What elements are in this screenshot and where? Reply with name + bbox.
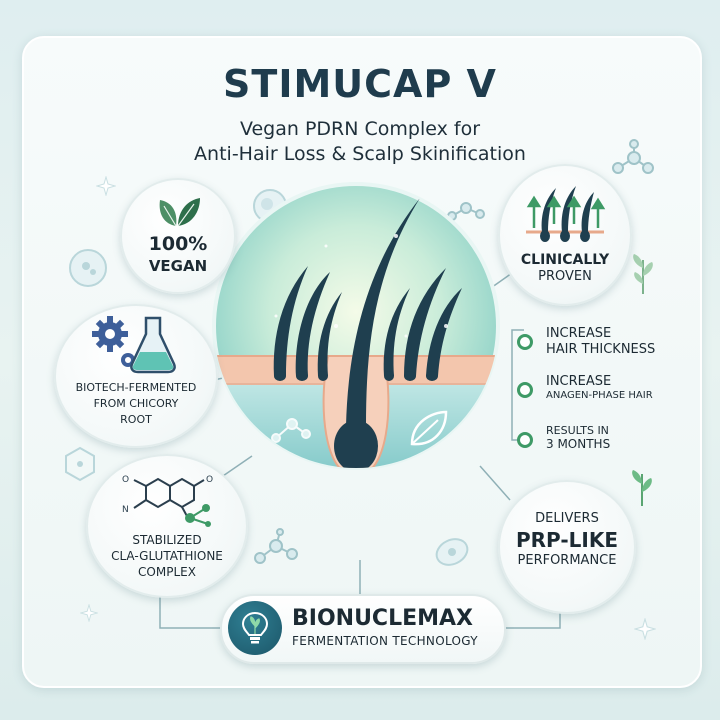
lightbulb-icon [241, 611, 269, 644]
feature-stabilized-line2: CLA-GLUTATHIONE [111, 549, 223, 563]
product-subtitle-line1: Vegan PDRN Complex for [239, 118, 481, 140]
product-title: STIMUCAP V [223, 62, 497, 106]
hexagon-decoration-icon [65, 446, 95, 482]
feature-clinical-line2: PROVEN [538, 269, 592, 284]
feature-vegan-line1: 100% [148, 233, 208, 255]
svg-text:O: O [122, 475, 129, 485]
claim-results-line1: RESULTS IN [546, 424, 609, 437]
sprout-decoration-icon [632, 470, 652, 506]
claim-anagen-line1: INCREASE [546, 374, 612, 389]
feature-biotech-line2: FROM CHICORY [93, 397, 179, 410]
claim-thickness: INCREASE HAIR THICKNESS [546, 326, 655, 357]
hair-follicle-illustration [212, 182, 500, 470]
feature-clinical-bubble: CLINICALLY PROVEN [498, 164, 632, 306]
feature-prp-line2: PRP-LIKE [515, 528, 618, 552]
hair-growth-icon [526, 186, 606, 242]
feature-biotech-line1: BIOTECH-FERMENTED [75, 381, 197, 394]
feature-stabilized-bubble: O N O STABILIZED CLA-GLUTATHIONE COMPLEX [86, 454, 248, 598]
feature-biotech-line3: ROOT [120, 413, 152, 426]
claim-results-line2: 3 MONTHS [546, 437, 611, 452]
sprout-decoration-icon [633, 254, 653, 294]
feature-clinical-line1: CLINICALLY [520, 252, 610, 268]
claim-anagen: INCREASE ANAGEN-PHASE HAIR [546, 374, 653, 402]
feature-prp-bubble: DELIVERS PRP-LIKE PERFORMANCE [498, 480, 636, 614]
feature-vegan-line2: VEGAN [148, 257, 208, 275]
claim-thickness-line2: HAIR THICKNESS [546, 341, 656, 357]
claim-bullet [517, 334, 533, 350]
sparkle-icon [80, 604, 98, 622]
cell-decoration-icon [69, 249, 107, 287]
feature-prp-line1: DELIVERS [535, 511, 599, 526]
gear-flask-icon [92, 316, 176, 374]
leaf-icon [159, 198, 200, 227]
claim-bullet [517, 432, 533, 448]
feature-biotech-bubble: BIOTECH-FERMENTED FROM CHICORY ROOT [54, 304, 218, 448]
svg-text:O: O [206, 475, 213, 485]
sparkle-icon [96, 176, 116, 196]
claim-anagen-line2: ANAGEN-PHASE HAIR [546, 389, 653, 401]
claim-thickness-line1: INCREASE [546, 326, 612, 341]
svg-text:N: N [122, 505, 129, 515]
molecule-decoration-icon [254, 528, 298, 564]
feature-prp-line3: PERFORMANCE [517, 553, 617, 568]
claim-results: RESULTS IN 3 MONTHS [546, 424, 610, 452]
molecule-icon: O N O [122, 475, 213, 527]
feature-stabilized-line1: STABILIZED [132, 533, 202, 547]
technology-logo [228, 601, 282, 655]
feature-stabilized-line3: COMPLEX [138, 565, 196, 579]
cell-decoration-icon [435, 538, 469, 566]
molecule-decoration-icon [612, 139, 654, 174]
claim-bullet [517, 382, 533, 398]
technology-badge: BIONUCLEMAX FERMENTATION TECHNOLOGY [220, 594, 506, 664]
technology-subtitle: FERMENTATION TECHNOLOGY [292, 634, 478, 648]
molecule-decoration-icon [447, 202, 485, 221]
feature-vegan-bubble: 100% VEGAN [120, 178, 236, 294]
product-subtitle-line2: Anti-Hair Loss & Scalp Skinification [194, 143, 526, 165]
technology-name: BIONUCLEMAX [292, 606, 474, 631]
sparkle-icon [634, 618, 656, 640]
